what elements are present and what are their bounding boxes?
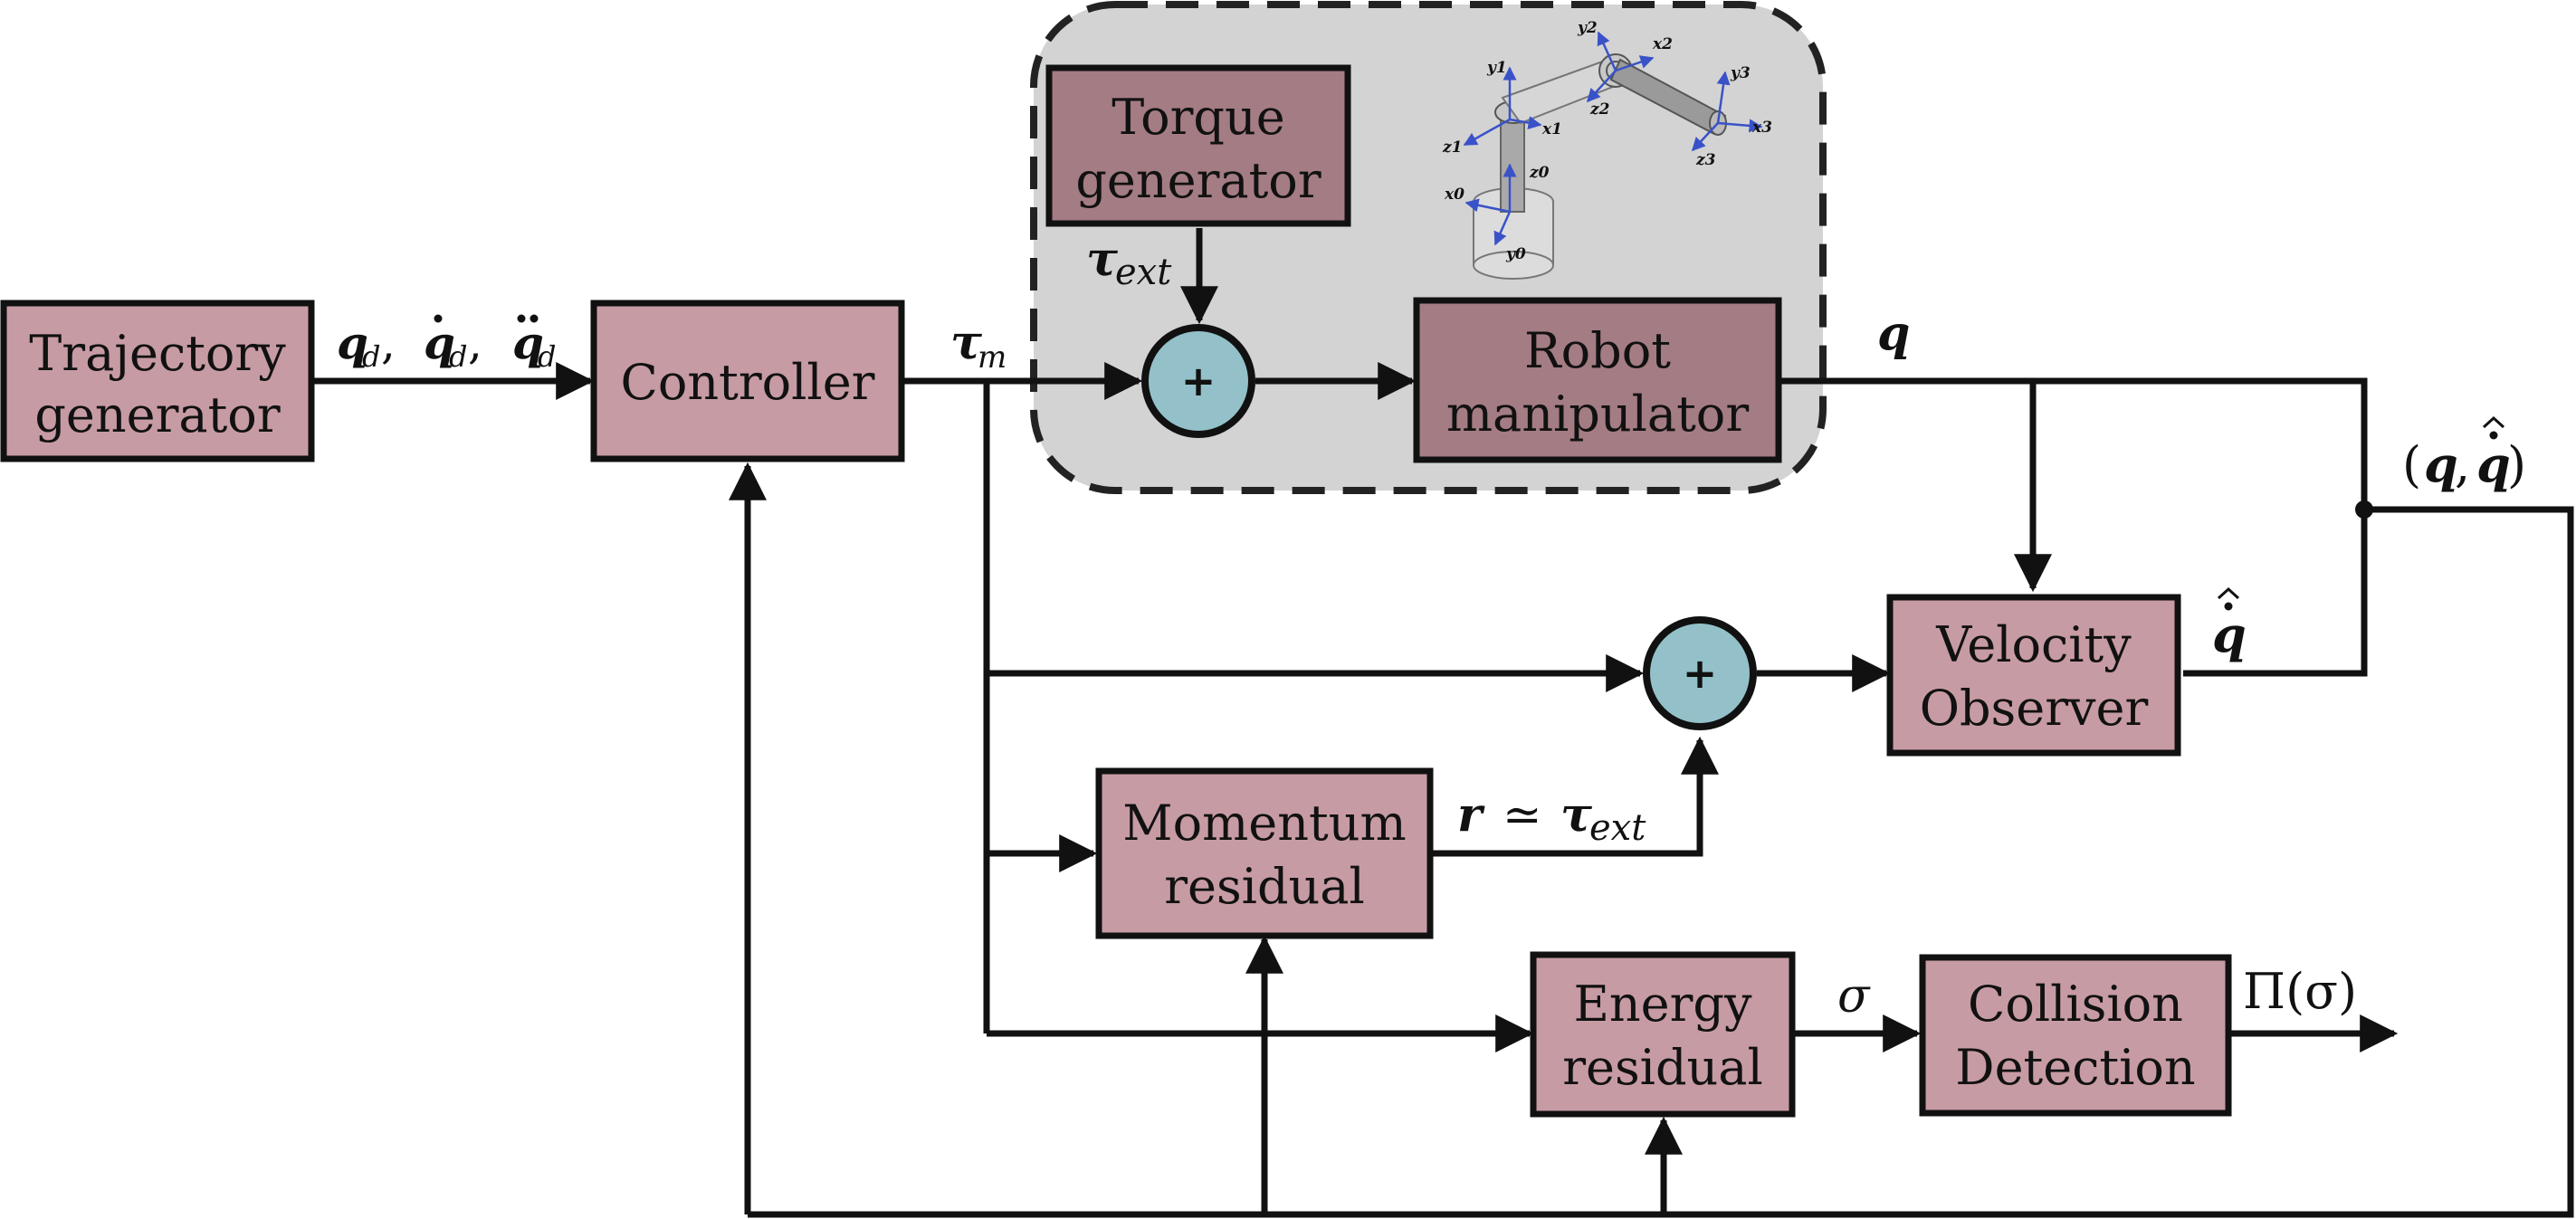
svg-text:y1: y1 xyxy=(1486,59,1507,77)
svg-text:τ: τ xyxy=(1560,787,1593,843)
junction-dot xyxy=(2355,500,2373,519)
svg-text:ext: ext xyxy=(1589,807,1646,849)
torque-generator-block: Torque generator xyxy=(1045,64,1351,227)
svg-text:y2: y2 xyxy=(1577,19,1598,37)
q-label: q xyxy=(1877,306,1910,361)
velocity-observer-block: Velocity Observer xyxy=(1886,594,2181,757)
trajectory-generator-block: Trajectory generator xyxy=(0,300,315,462)
svg-text:x0: x0 xyxy=(1444,186,1465,204)
svg-text:d: d xyxy=(449,339,467,374)
momentum-residual-block: Momentum residual xyxy=(1095,767,1434,939)
energy-residual-line2: residual xyxy=(1562,1039,1763,1096)
svg-text:y3: y3 xyxy=(1730,64,1751,82)
velocity-observer-line1: Velocity xyxy=(1935,616,2132,673)
svg-text:): ) xyxy=(2507,436,2526,493)
controller-block: Controller xyxy=(590,300,905,462)
torque-generator-line2: generator xyxy=(1075,152,1321,209)
svg-text:q: q xyxy=(2476,435,2511,493)
robot-arm-illustration: y1 y2 x2 y3 z1 x1 z2 x3 z3 z0 x0 y0 xyxy=(1442,19,1772,280)
svg-text:,: , xyxy=(2455,436,2470,493)
trajectory-generator-line1: Trajectory xyxy=(29,325,286,382)
robot-manipulator-block: Robot manipulator xyxy=(1413,297,1782,463)
trajectory-generator-line2: generator xyxy=(34,386,280,443)
svg-text:x1: x1 xyxy=(1541,120,1562,138)
residual-label: r ≃ τ ext xyxy=(1457,787,1646,849)
sigma-label: σ xyxy=(1837,969,1871,1024)
svg-text:x2: x2 xyxy=(1652,35,1673,53)
svg-text:z3: z3 xyxy=(1695,151,1716,169)
controller-label: Controller xyxy=(621,354,875,411)
pi-sigma-label: Π(σ) xyxy=(2243,963,2357,1020)
svg-text:y0: y0 xyxy=(1505,245,1526,263)
svg-text:,: , xyxy=(468,317,482,369)
summing-junction-observer: + xyxy=(1643,616,1757,730)
desired-trajectory-label: q d , q d , q d xyxy=(337,314,556,374)
signal-wires xyxy=(311,228,2574,1218)
velocity-observer-line2: Observer xyxy=(1920,680,2149,737)
svg-text:≃: ≃ xyxy=(1503,788,1542,843)
svg-text:q: q xyxy=(512,316,544,369)
svg-text:,: , xyxy=(381,317,396,369)
collision-detection-line2: Detection xyxy=(1955,1039,2195,1096)
svg-text:d: d xyxy=(538,339,556,374)
plus-sign: + xyxy=(1181,357,1216,405)
svg-text:τ: τ xyxy=(950,315,983,370)
svg-text:q: q xyxy=(337,316,368,369)
svg-text:d: d xyxy=(362,339,380,374)
svg-text:x3: x3 xyxy=(1751,119,1772,137)
robot-manipulator-line1: Robot xyxy=(1524,322,1671,379)
robot-manipulator-line2: manipulator xyxy=(1446,386,1749,443)
momentum-residual-line1: Momentum xyxy=(1122,795,1406,852)
svg-text:r: r xyxy=(1457,787,1485,843)
summing-junction-torque: + xyxy=(1141,324,1255,438)
torque-generator-line1: Torque xyxy=(1111,89,1284,146)
svg-text:q: q xyxy=(424,316,455,369)
axis-labels: y1 y2 x2 y3 z1 x1 z2 x3 z3 z0 x0 y0 xyxy=(1442,19,1772,263)
tau-ext-label: τ ext xyxy=(1086,232,1172,293)
collision-detection-block: Collision Detection xyxy=(1919,954,2232,1117)
svg-text:q: q xyxy=(2424,435,2458,493)
momentum-residual-line2: residual xyxy=(1164,858,1365,915)
plus-sign: + xyxy=(1683,649,1718,698)
collision-detection-line1: Collision xyxy=(1968,976,2183,1033)
q-dot-hat-label: q xyxy=(2212,586,2247,663)
svg-text:z1: z1 xyxy=(1442,138,1462,157)
svg-text:z0: z0 xyxy=(1529,164,1550,182)
svg-text:(: ( xyxy=(2402,436,2421,493)
svg-text:τ: τ xyxy=(1086,232,1119,287)
svg-text:ext: ext xyxy=(1115,252,1172,293)
energy-residual-line1: Energy xyxy=(1573,976,1752,1033)
tau-m-label: τ m xyxy=(950,315,1007,376)
state-feedback-label: ( q , q ) xyxy=(2402,415,2526,493)
svg-text:m: m xyxy=(978,339,1007,376)
svg-text:q: q xyxy=(2212,605,2247,663)
svg-text:z2: z2 xyxy=(1589,100,1610,119)
energy-residual-block: Energy residual xyxy=(1530,951,1796,1118)
